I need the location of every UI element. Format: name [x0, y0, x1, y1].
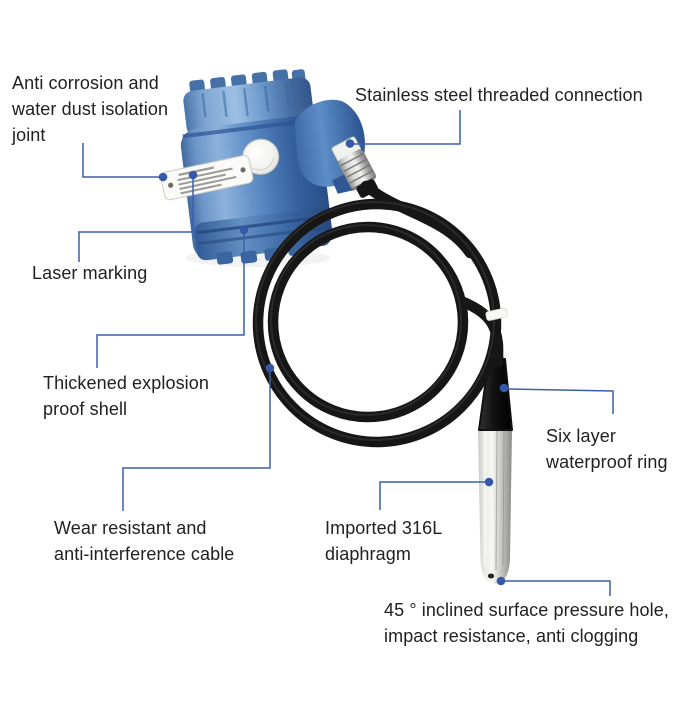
leader-pressure-hole [504, 580, 611, 596]
housing-seam [182, 117, 316, 139]
cable-tie [485, 307, 508, 321]
label-stainless-threaded-connection: Stainless steel threaded connection [355, 85, 643, 105]
probe [478, 428, 512, 584]
dot-laser-marking [188, 170, 198, 180]
nameplate-screw-right [240, 167, 246, 173]
dot-diaphragm [484, 477, 494, 487]
leader-dots [158, 139, 509, 586]
connector-threads [338, 149, 377, 190]
transmitter-housing [160, 69, 365, 265]
leader-explosion-shell [96, 233, 245, 368]
label-pressure-hole: 45 ° inclined surface pressure hole, imp… [384, 600, 669, 646]
leader-anti-corrosion [82, 143, 160, 178]
cable-inner-loop [267, 221, 469, 423]
dot-explosion-shell [239, 225, 249, 235]
leader-lines [78, 110, 614, 596]
cable-exit [455, 295, 504, 368]
dot-waterproof-ring [499, 383, 509, 393]
probe-pressure-hole [487, 573, 495, 579]
dot-cable [265, 363, 275, 373]
cable-coil [252, 180, 504, 448]
leader-diaphragm [379, 481, 486, 510]
cable-sheen [255, 201, 495, 441]
label-anti-corrosion-joint: Anti corrosion and water dust isolation … [12, 73, 169, 145]
probe-body [478, 428, 512, 584]
leader-cable [122, 371, 271, 511]
leader-laser-marking [78, 178, 194, 262]
leader-stainless-connection [354, 110, 461, 145]
cable-entry [360, 180, 476, 259]
dot-pressure-hole [496, 576, 506, 586]
nameplate-screw-left [168, 182, 174, 188]
lid-grooves [201, 83, 291, 118]
display-cap [242, 138, 280, 175]
dot-anti-corrosion [158, 172, 168, 182]
label-cable: Wear resistant and anti-interference cab… [54, 518, 235, 564]
dot-stainless-connection [345, 139, 355, 148]
label-laser-marking: Laser marking [32, 263, 148, 283]
leader-waterproof-ring [506, 388, 614, 414]
label-waterproof-ring: Six layer waterproof ring [546, 426, 668, 472]
label-diaphragm: Imported 316L diaphragm [325, 518, 443, 564]
label-explosion-proof-shell: Thickened explosion proof shell [43, 373, 210, 419]
